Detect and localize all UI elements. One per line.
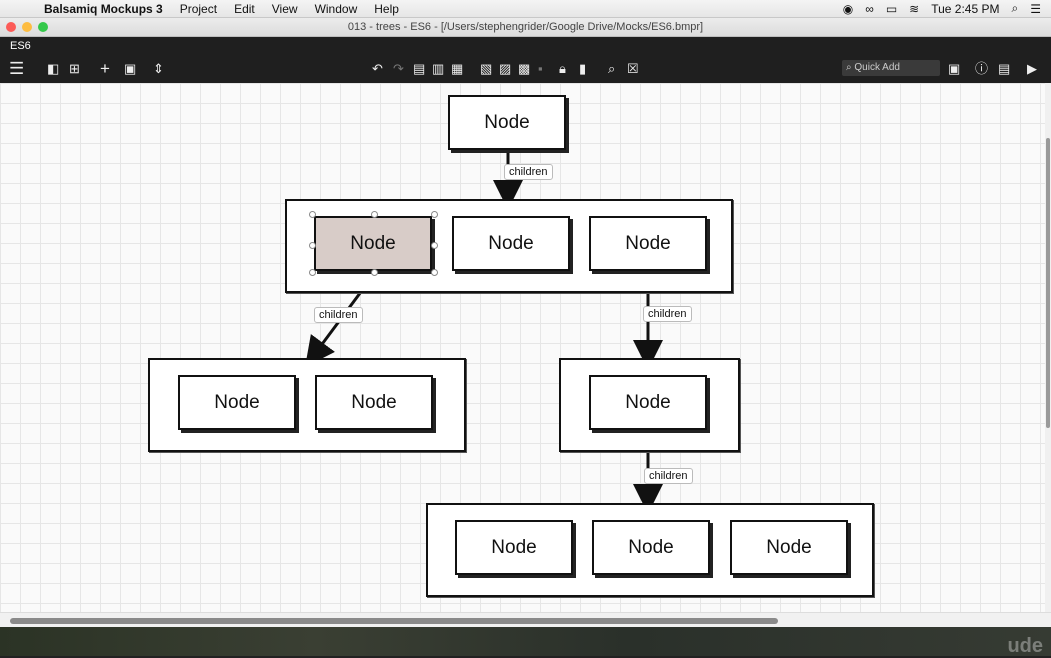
quick-add-placeholder: Quick Add	[854, 62, 900, 73]
level2-left-node-2[interactable]: Node	[315, 375, 433, 430]
info-icon[interactable]: ⓘ	[975, 61, 989, 76]
edge-label-children[interactable]: children	[644, 468, 693, 484]
level2-right-node[interactable]: Node	[589, 375, 707, 430]
selection-handle[interactable]	[431, 269, 438, 276]
edge-label-children[interactable]: children	[643, 306, 692, 322]
menu-project[interactable]: Project	[179, 1, 218, 16]
undo-icon[interactable]: ↶	[372, 61, 383, 76]
level3-node-2[interactable]: Node	[592, 520, 710, 575]
horizontal-scroll-thumb[interactable]	[10, 618, 778, 624]
app-menu[interactable]: Balsamiq Mockups 3	[44, 1, 163, 16]
macos-menu-bar: Balsamiq Mockups 3 Project Edit View Win…	[0, 0, 1051, 18]
window-title-bar: 013 - trees - ES6 - [/Users/stephengride…	[0, 18, 1051, 37]
record-icon[interactable]: ◉	[842, 1, 854, 16]
level3-node-3[interactable]: Node	[730, 520, 848, 575]
window-title: 013 - trees - ES6 - [/Users/stephengride…	[347, 21, 704, 33]
desktop-background: ude	[0, 627, 1051, 657]
ungroup-icon[interactable]: ▨	[499, 61, 512, 76]
trash-icon[interactable]: ▮	[579, 61, 587, 76]
watermark: ude	[1007, 635, 1043, 657]
send-back-icon[interactable]: ▪	[538, 61, 543, 76]
quick-add-input[interactable]: ⌕ Quick Add	[842, 60, 940, 76]
selection-handle[interactable]	[371, 269, 378, 276]
grid-view-icon[interactable]: ⊞	[69, 61, 80, 76]
sort-arrows-icon[interactable]: ⇕	[153, 61, 164, 76]
selection-handle[interactable]	[309, 269, 316, 276]
menu-help[interactable]: Help	[374, 1, 399, 16]
wifi-icon[interactable]: ≋	[909, 1, 920, 16]
quick-add-search-icon: ⌕	[846, 62, 852, 73]
minimize-window-button[interactable]	[22, 22, 32, 32]
horizontal-scrollbar[interactable]	[0, 612, 1051, 627]
add-icon[interactable]: +	[100, 59, 110, 78]
level2-left-node-1[interactable]: Node	[178, 375, 296, 430]
panel-toggle-icon[interactable]: ◧	[47, 61, 60, 76]
vertical-scroll-thumb[interactable]	[1046, 138, 1050, 428]
glasses-icon[interactable]: ∞	[865, 1, 874, 16]
redo-icon[interactable]: ↷	[393, 61, 404, 76]
zoom-window-button[interactable]	[38, 22, 48, 32]
project-tab[interactable]: ES6	[10, 40, 31, 52]
selection-handle[interactable]	[371, 211, 378, 218]
level1-node-right[interactable]: Node	[589, 216, 707, 271]
menu-window[interactable]: Window	[314, 1, 358, 16]
close-window-button[interactable]	[6, 22, 16, 32]
level1-node-middle[interactable]: Node	[452, 216, 570, 271]
present-icon[interactable]: ▶	[1027, 61, 1037, 76]
level1-node-selected[interactable]: Node	[314, 216, 432, 271]
cut-icon[interactable]: ▥	[432, 61, 445, 76]
toolbar: ☰ ◧ ⊞ + ▣ ⇕ ↶ ↷ ▤ ▥ ▦ ▧ ▨ ▩ ▪ 🔒︎ ▮ ⌕ ☒ ⌕…	[0, 56, 1051, 82]
app-header: ES6 ☰ ◧ ⊞ + ▣ ⇕ ↶ ↷ ▤ ▥ ▦ ▧ ▨ ▩ ▪ 🔒︎ ▮ ⌕…	[0, 37, 1051, 83]
edge-label-children[interactable]: children	[314, 307, 363, 323]
edge-label-children[interactable]: children	[504, 164, 553, 180]
menu-edit[interactable]: Edit	[234, 1, 255, 16]
ui-library-icon[interactable]: ▣	[948, 61, 961, 76]
notification-center-icon[interactable]: ☰	[1030, 1, 1041, 16]
selection-handle[interactable]	[309, 211, 316, 218]
lock-icon[interactable]: 🔒︎	[559, 61, 566, 76]
menu-hamburger-icon[interactable]: ☰	[9, 59, 25, 78]
bring-front-icon[interactable]: ▩	[518, 61, 531, 76]
notes-icon[interactable]: ▤	[998, 61, 1011, 76]
group-icon[interactable]: ▧	[480, 61, 493, 76]
level3-node-1[interactable]: Node	[455, 520, 573, 575]
paste-icon[interactable]: ▦	[451, 61, 464, 76]
battery-icon[interactable]: ▭	[885, 1, 898, 16]
copy-icon[interactable]: ▤	[413, 61, 426, 76]
duplicate-icon[interactable]: ▣	[124, 61, 137, 76]
selection-handle[interactable]	[431, 242, 438, 249]
root-node[interactable]: Node	[448, 95, 566, 150]
find-icon[interactable]: ⌕	[608, 61, 616, 76]
selection-handle[interactable]	[431, 211, 438, 218]
mockup-canvas[interactable]: Node Node Node Node Node Node Node Node …	[0, 83, 1045, 612]
menu-view[interactable]: View	[271, 1, 298, 16]
close-box-icon[interactable]: ☒	[627, 61, 639, 76]
selection-handle[interactable]	[309, 242, 316, 249]
vertical-scrollbar[interactable]	[1045, 83, 1051, 612]
clock[interactable]: Tue 2:45 PM	[931, 1, 1000, 16]
search-icon[interactable]: ⌕	[1011, 1, 1019, 15]
